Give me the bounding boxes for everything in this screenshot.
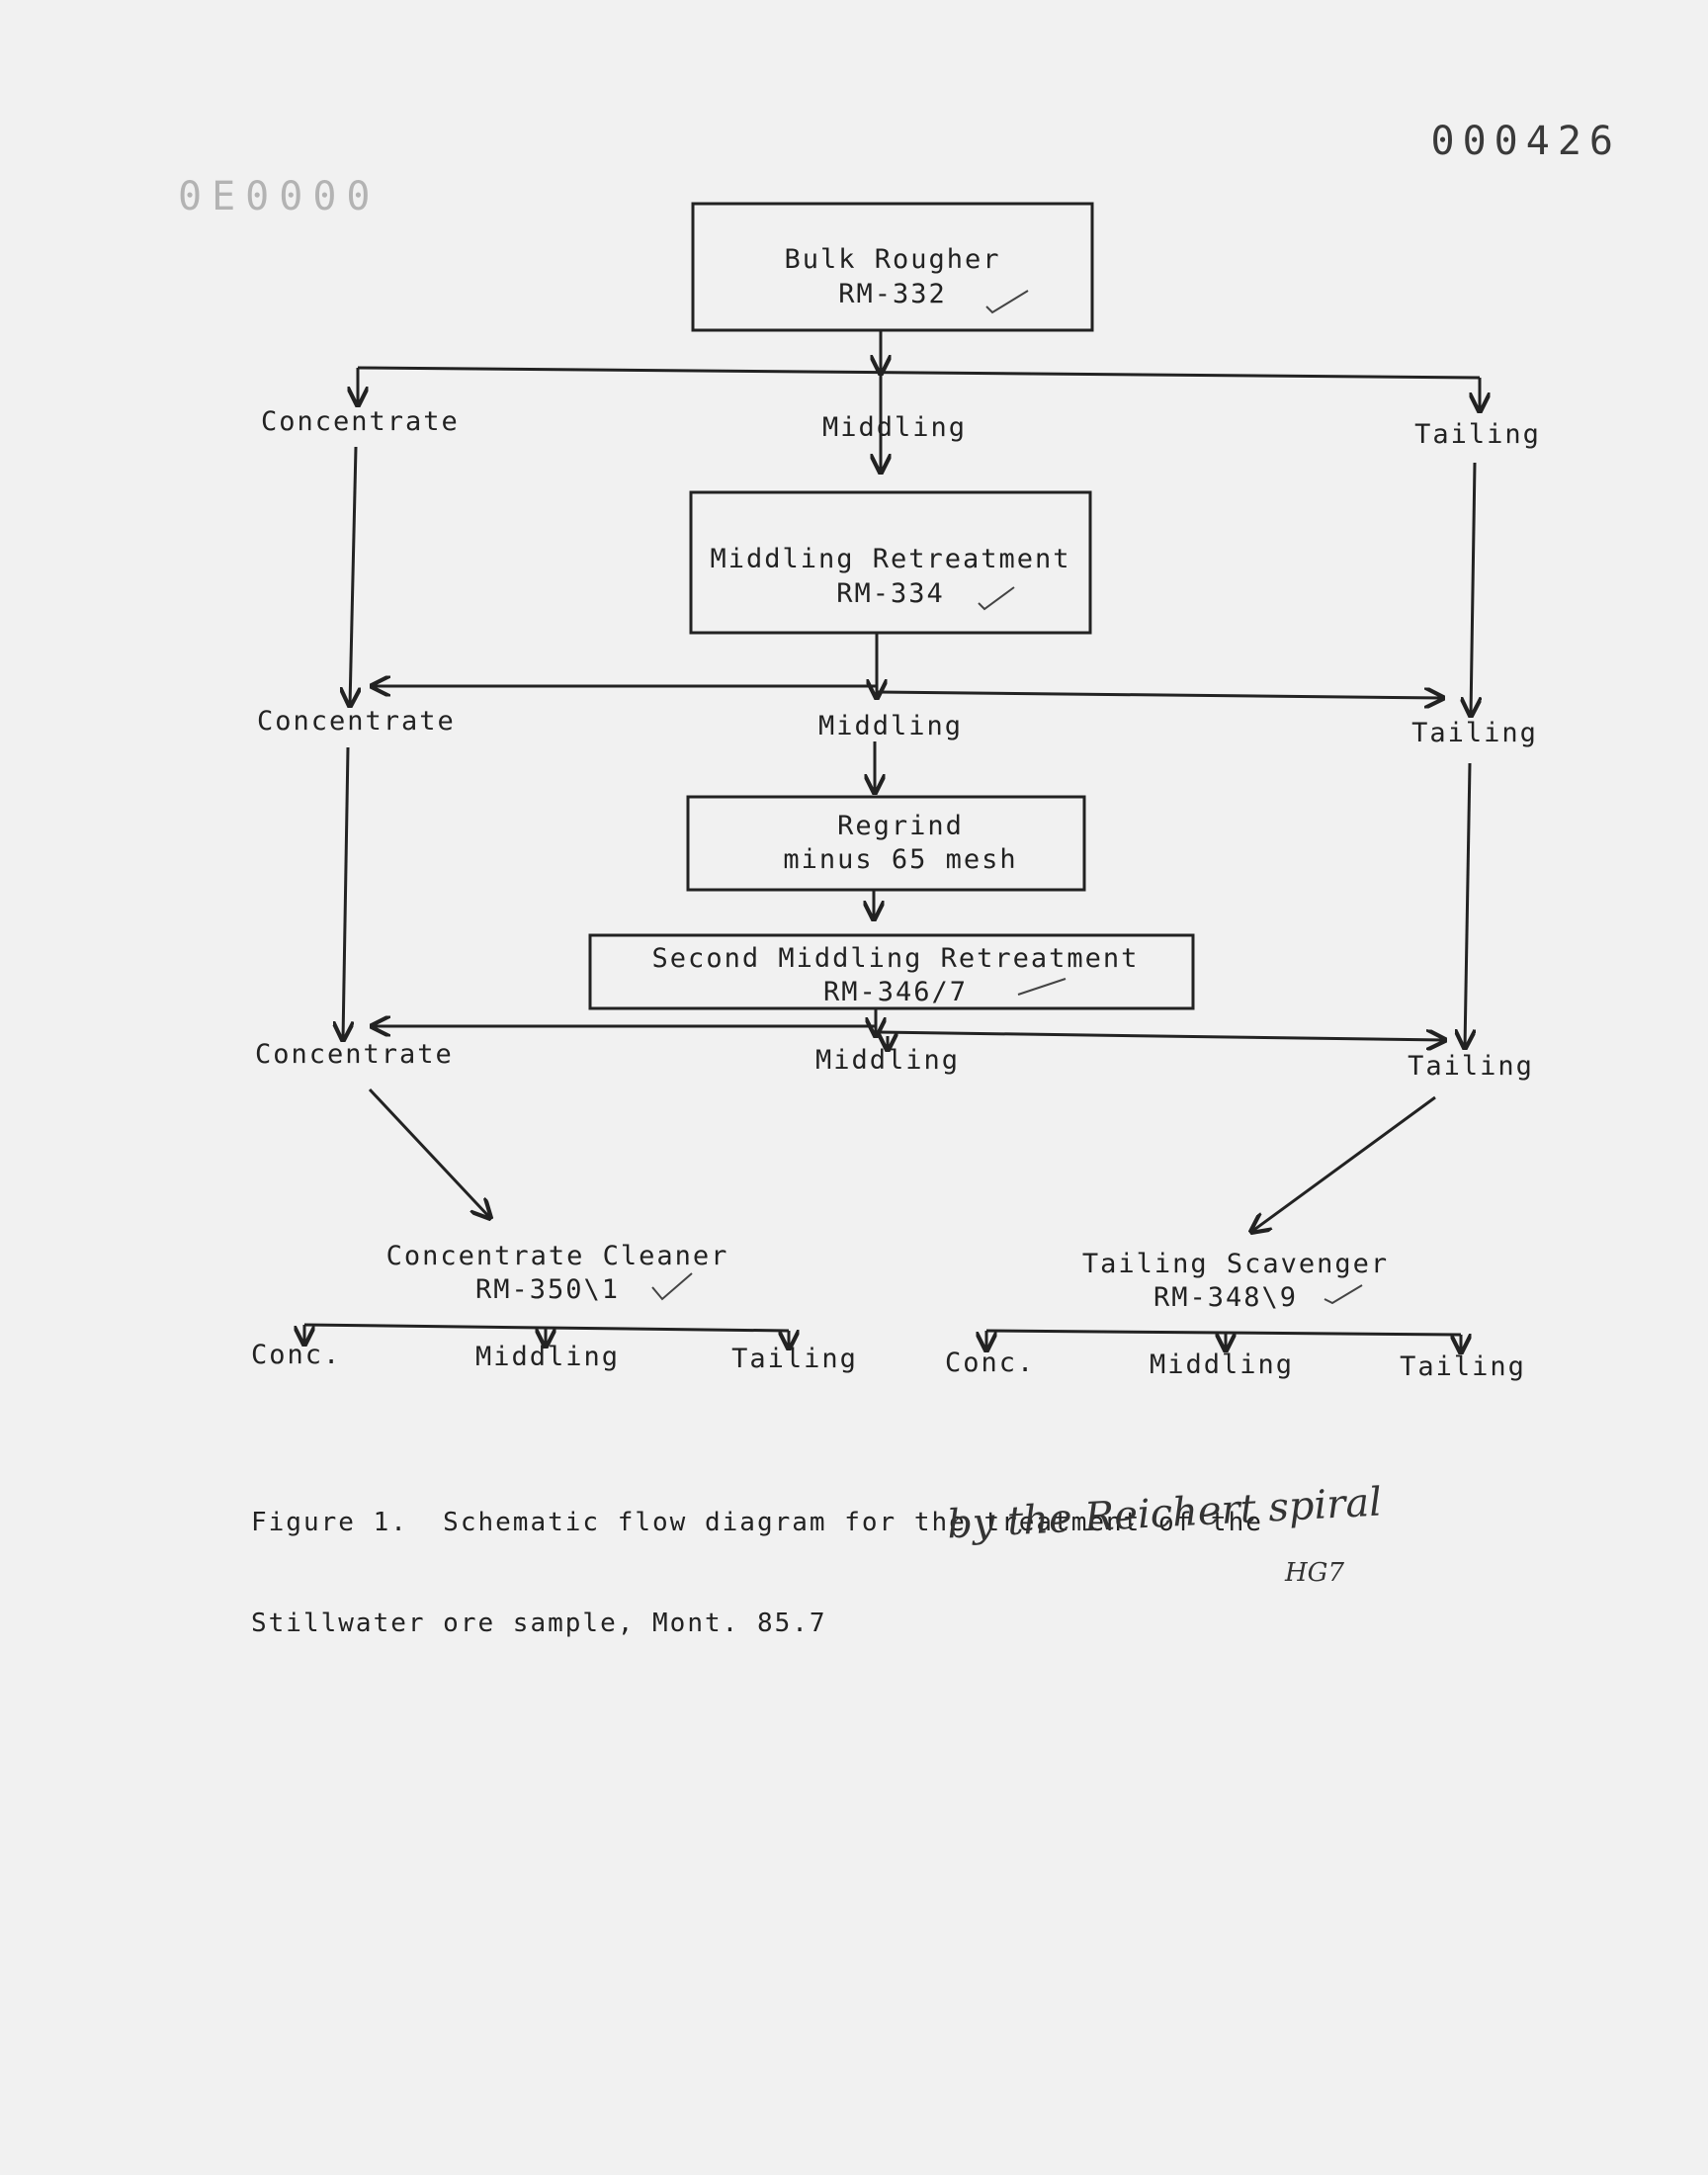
stage1-middling-label: Middling — [821, 412, 968, 443]
middling-retreatment-title: Middling Retreatment — [710, 544, 1071, 574]
stage2-tailing-label: Tailing — [1411, 718, 1538, 748]
stage1-concentrate-label: Concentrate — [261, 406, 460, 437]
faded-stamp-number: 0E0000 — [178, 174, 381, 219]
caption-line-1: Figure 1. Schematic flow diagram for the… — [251, 1508, 1263, 1537]
scavenger-split-bar — [985, 1329, 1462, 1337]
stage2-concentrate-label: Concentrate — [257, 706, 456, 737]
stage1-tailing-label: Tailing — [1414, 419, 1541, 450]
concentrate-2-to-3-arrow — [343, 746, 348, 1040]
bulk-rougher-title: Bulk Rougher — [784, 244, 1001, 275]
check-mark-rm350 — [651, 1272, 693, 1301]
stage2-middling-label: Middling — [817, 711, 964, 741]
check-mark-rm334 — [978, 586, 1015, 611]
scavenger-middling-label: Middling — [1149, 1349, 1295, 1380]
tailing-1-to-2-arrow — [1471, 462, 1475, 716]
bulk-rougher-box — [691, 202, 1094, 332]
handwritten-initials: HG7 — [1285, 1558, 1344, 1588]
second-middling-retreatment-box — [588, 933, 1195, 1010]
scavenger-tailing-label: Tailing — [1400, 1351, 1526, 1382]
concentrate-1-to-2-arrow — [350, 446, 356, 706]
middling-retreatment-box — [689, 490, 1092, 635]
cleaner-middling-label: Middling — [474, 1342, 621, 1372]
second-middling-retreatment-title: Second Middling Retreatment — [651, 943, 1140, 974]
page-number: 000426 — [1430, 119, 1621, 164]
concentrate-to-cleaner-arrow — [368, 1088, 490, 1218]
concentrate-cleaner-title: Concentrate Cleaner — [385, 1241, 729, 1271]
stage3-middling-label: Middling — [814, 1045, 961, 1076]
figure-caption: Figure 1. Schematic flow diagram for the… — [251, 1438, 1263, 1707]
middling-retreatment-code: RM-334 — [836, 578, 945, 609]
stage3-split-right-arrow — [875, 1032, 1445, 1040]
cleaner-conc-label: Conc. — [251, 1340, 342, 1370]
stage3-concentrate-label: Concentrate — [255, 1039, 454, 1070]
tailing-to-scavenger-arrow — [1251, 1095, 1436, 1232]
tailing-scavenger-title: Tailing Scavenger — [1081, 1249, 1390, 1279]
check-mark-rm348 — [1324, 1284, 1363, 1305]
bulk-rougher-code: RM-332 — [838, 279, 947, 309]
second-middling-retreatment-code: RM-346/7 — [822, 977, 969, 1007]
regrind-title: Regrind — [837, 811, 964, 841]
regrind-detail: minus 65 mesh — [783, 844, 1018, 875]
scavenger-conc-label: Conc. — [945, 1348, 1036, 1378]
check-mark-rm346 — [1017, 978, 1067, 996]
tailing-scavenger-code: RM-348\9 — [1153, 1282, 1299, 1313]
stage1-split-bar — [357, 366, 1481, 380]
regrind-box — [686, 795, 1086, 892]
stage2-split-right-arrow — [876, 692, 1443, 698]
caption-line-2: Stillwater ore sample, Mont. 85.7 — [251, 1609, 827, 1638]
check-mark-rm332 — [985, 290, 1029, 314]
tailing-2-to-3-arrow — [1465, 762, 1470, 1048]
concentrate-cleaner-code: RM-350\1 — [474, 1274, 621, 1305]
stage3-tailing-label: Tailing — [1408, 1051, 1534, 1082]
cleaner-tailing-label: Tailing — [731, 1344, 858, 1374]
